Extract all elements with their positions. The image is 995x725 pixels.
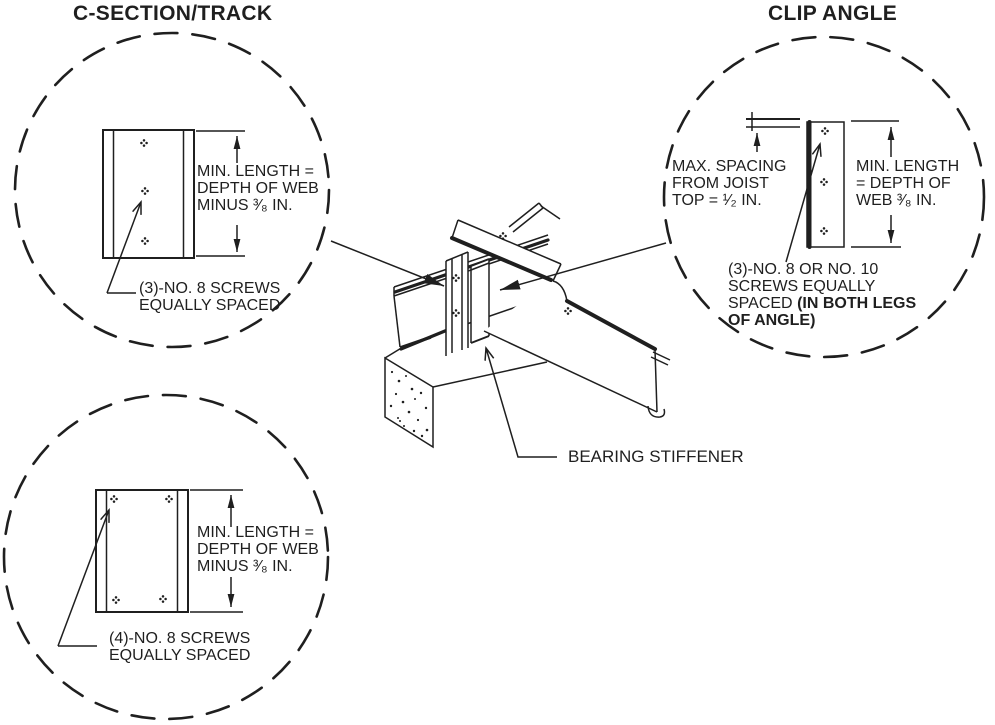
rim-track-cut-lines bbox=[508, 202, 561, 233]
screw-note-normal-text: SPACED bbox=[728, 295, 798, 312]
screw-note-line: (3)-NO. 8 SCREWS bbox=[139, 280, 281, 297]
spacing-label-line: FROM JOIST bbox=[672, 175, 769, 192]
clip-angle-dim-label: MIN. LENGTH = DEPTH OF WEB ³⁄₈ IN. bbox=[856, 158, 959, 209]
left-heading: C-SECTION/TRACK bbox=[73, 2, 273, 25]
foundation-block bbox=[384, 337, 548, 449]
c-section-screw-note: (3)-NO. 8 SCREWS EQUALLY SPACED bbox=[139, 280, 280, 314]
callout-leader-lines bbox=[330, 240, 667, 458]
screw-note-line: SPACED (IN BOTH LEGS bbox=[728, 295, 916, 312]
bearing-stiffener bbox=[470, 258, 490, 344]
screw-note-line: OF ANGLE) bbox=[728, 312, 916, 329]
dim-label-line: DEPTH OF WEB bbox=[197, 541, 319, 558]
screw-note-line: (4)-NO. 8 SCREWS bbox=[109, 630, 251, 647]
track-callout-arrow bbox=[330, 240, 445, 287]
screw-note-line: (3)-NO. 8 OR NO. 10 bbox=[728, 261, 879, 278]
screw-note-bold-text: OF ANGLE) bbox=[728, 312, 816, 329]
spacing-label-line: TOP = ¹⁄₂ IN. bbox=[672, 192, 762, 209]
bottom-c-section-callout-circle bbox=[2, 393, 330, 721]
bearing-stiffener-label: BEARING STIFFENER bbox=[568, 447, 744, 466]
clip-angle-detail-drawing bbox=[746, 112, 901, 263]
clip-angle-callout-circle bbox=[662, 35, 986, 359]
bottom-c-section-dim-label: MIN. LENGTH = DEPTH OF WEB MINUS ³⁄₈ IN. bbox=[197, 524, 319, 575]
screw-note-line: SCREWS EQUALLY bbox=[728, 278, 876, 295]
dim-label-line: = DEPTH OF bbox=[856, 175, 951, 192]
spacing-label-line: MAX. SPACING bbox=[672, 158, 787, 175]
dim-label-line: WEB ³⁄₈ IN. bbox=[856, 192, 937, 209]
bottom-c-section-screw-note: (4)-NO. 8 SCREWS EQUALLY SPACED bbox=[109, 630, 250, 664]
dimension-min-length bbox=[851, 120, 901, 248]
joist-end-channel bbox=[445, 251, 469, 356]
c-section-track-callout-circle bbox=[13, 31, 331, 349]
screw-leader-line bbox=[106, 202, 141, 294]
screw-leader-line bbox=[785, 144, 820, 263]
clip-angle-screw-note: (3)-NO. 8 OR NO. 10 SCREWS EQUALLY SPACE… bbox=[728, 261, 916, 329]
screw-note-bold-text: (IN BOTH LEGS bbox=[797, 295, 917, 312]
dim-label-line: DEPTH OF WEB bbox=[197, 180, 319, 197]
dim-label-line: MIN. LENGTH bbox=[856, 158, 960, 175]
dim-label-line: MIN. LENGTH = bbox=[197, 163, 314, 180]
right-heading: CLIP ANGLE bbox=[768, 2, 898, 25]
bottom-c-section-detail-drawing bbox=[57, 489, 243, 647]
concrete-speckles bbox=[389, 370, 429, 438]
clip-angle-callout-arrow bbox=[499, 242, 667, 291]
dim-label-line: MINUS ³⁄₈ IN. bbox=[197, 558, 293, 575]
screw-note-line: EQUALLY SPACED bbox=[139, 297, 281, 314]
c-section-track-detail-drawing bbox=[102, 129, 245, 294]
isometric-assembly-drawing bbox=[384, 202, 671, 449]
c-section-dim-label: MIN. LENGTH = DEPTH OF WEB MINUS ³⁄₈ IN. bbox=[197, 163, 319, 214]
bearing-stiffener-leader bbox=[486, 348, 557, 458]
dim-label-line: MINUS ³⁄₈ IN. bbox=[197, 197, 293, 214]
dimension-min-length bbox=[190, 489, 243, 613]
clip-angle-spacing-label: MAX. SPACING FROM JOIST TOP = ¹⁄₂ IN. bbox=[672, 158, 786, 209]
dim-label-line: MIN. LENGTH = bbox=[197, 524, 314, 541]
floor-joist bbox=[450, 202, 671, 418]
screw-note-line: EQUALLY SPACED bbox=[109, 647, 251, 664]
screw-leader-line bbox=[57, 510, 109, 647]
dimension-min-length bbox=[196, 130, 245, 257]
